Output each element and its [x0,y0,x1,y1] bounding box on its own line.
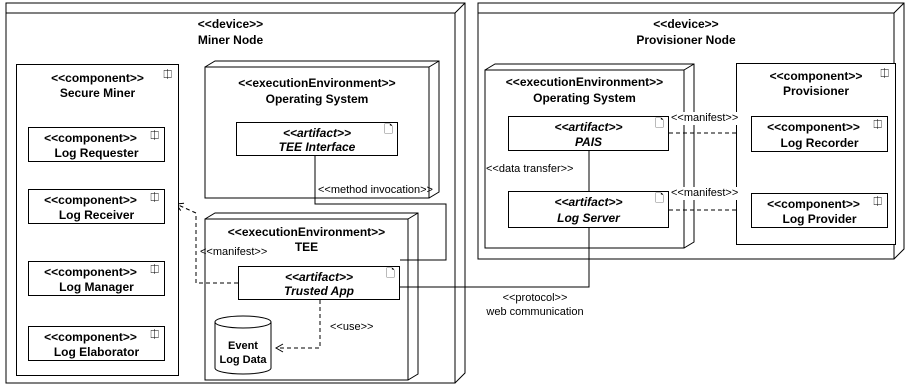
component-name: Provisioner [782,84,850,98]
log-receiver-component[interactable]: <<component>> Log Receiver ⎅ [28,189,165,224]
log-manager-component[interactable]: <<component>> Log Manager ⎅ [28,261,165,296]
component-icon: ⎅ [150,192,159,204]
component-name: Log Receiver [58,208,135,222]
component-icon: ⎅ [150,264,159,276]
artifact-stereotype: <<artifact>> [282,126,352,140]
tee-stereotype: <<executionEnvironment>> [227,225,386,239]
document-icon: 🗋 [655,193,664,205]
artifact-name: Log Server [557,211,620,225]
artifact-name: Trusted App [283,284,354,298]
component-stereotype: <<component>> [767,120,860,134]
artifact-stereotype: <<artifact>> [284,270,354,284]
datastore-label-line2: Log Data [219,354,267,366]
component-name: Secure Miner [59,86,136,100]
component-stereotype: <<component>> [44,330,137,344]
prov-os-stereotype: <<executionEnvironment>> [505,75,664,89]
manifest-label-recorder: <<manifest>> [671,112,739,125]
manifest-connector-miner [175,202,238,284]
component-icon: ⎅ [873,196,882,208]
component-stereotype: <<component>> [44,265,137,279]
method-invocation-label: <<method invocation>> [318,184,433,196]
prov-os-title: Operating System [533,91,636,105]
provisioner-node-stereotype: <<device>> [653,17,719,31]
miner-node-stereotype: <<device>> [197,17,264,31]
artifact-name: PAIS [574,135,603,149]
component-name: Log Recorder [780,136,859,150]
method-invocation-connector [314,156,447,261]
log-recorder-component[interactable]: <<component>> Log Recorder ⎅ [751,116,888,152]
manifest-label-provider: <<manifest>> [671,187,739,200]
component-icon: ⎅ [163,69,172,81]
miner-os-title: Operating System [265,92,369,106]
component-icon: ⎅ [873,119,882,131]
log-server-artifact[interactable]: <<artifact>> Log Server 🗋 [508,191,669,228]
protocol-label-line2: web communication [486,306,584,318]
log-requester-component[interactable]: <<component>> Log Requester ⎅ [28,127,165,162]
protocol-connector [400,228,590,288]
artifact-stereotype: <<artifact>> [554,195,623,209]
component-icon: ⎅ [150,130,159,142]
document-icon: 🗋 [384,124,393,136]
component-icon: ⎅ [880,68,889,80]
component-name: Log Provider [782,212,857,226]
log-elaborator-component[interactable]: <<component>> Log Elaborator ⎅ [28,326,165,361]
miner-node-title: Miner Node [197,33,264,47]
tee-title: TEE [294,240,319,254]
use-connector [274,300,321,353]
component-stereotype: <<component>> [767,197,860,211]
log-provider-component[interactable]: <<component>> Log Provider ⎅ [751,193,888,228]
protocol-label-line1: <<protocol>> [502,292,568,304]
component-stereotype: <<component>> [44,131,137,145]
manifest-label-miner: <<manifest>> [200,246,268,258]
datastore-label-line1: Event [228,340,258,352]
artifact-stereotype: <<artifact>> [554,120,623,134]
component-name: Log Requester [54,146,139,160]
event-log-datastore-shape [214,315,272,375]
component-name: Log Elaborator [53,345,140,359]
component-icon: ⎅ [150,329,159,341]
provisioner-component[interactable]: <<component>> Provisioner ⎅ <<component>… [736,63,896,245]
data-transfer-label: <<data transfer>> [486,163,574,176]
trusted-app-artifact[interactable]: <<artifact>> Trusted App 🗋 [238,266,400,300]
component-name: Log Manager [59,280,134,294]
use-label: <<use>> [330,321,374,333]
component-stereotype: <<component>> [769,69,863,83]
tee-interface-artifact[interactable]: <<artifact>> TEE Interface 🗋 [236,122,398,156]
artifact-name: TEE Interface [278,140,356,154]
provisioner-node-title: Provisioner Node [636,33,736,47]
document-icon: 🗋 [655,118,664,130]
pais-artifact[interactable]: <<artifact>> PAIS 🗋 [508,116,669,151]
document-icon: 🗋 [386,268,395,280]
component-stereotype: <<component>> [51,71,144,85]
miner-os-stereotype: <<executionEnvironment>> [238,76,396,90]
secure-miner-component[interactable]: <<component>> Secure Miner ⎅ <<component… [16,64,179,376]
component-stereotype: <<component>> [44,193,137,207]
